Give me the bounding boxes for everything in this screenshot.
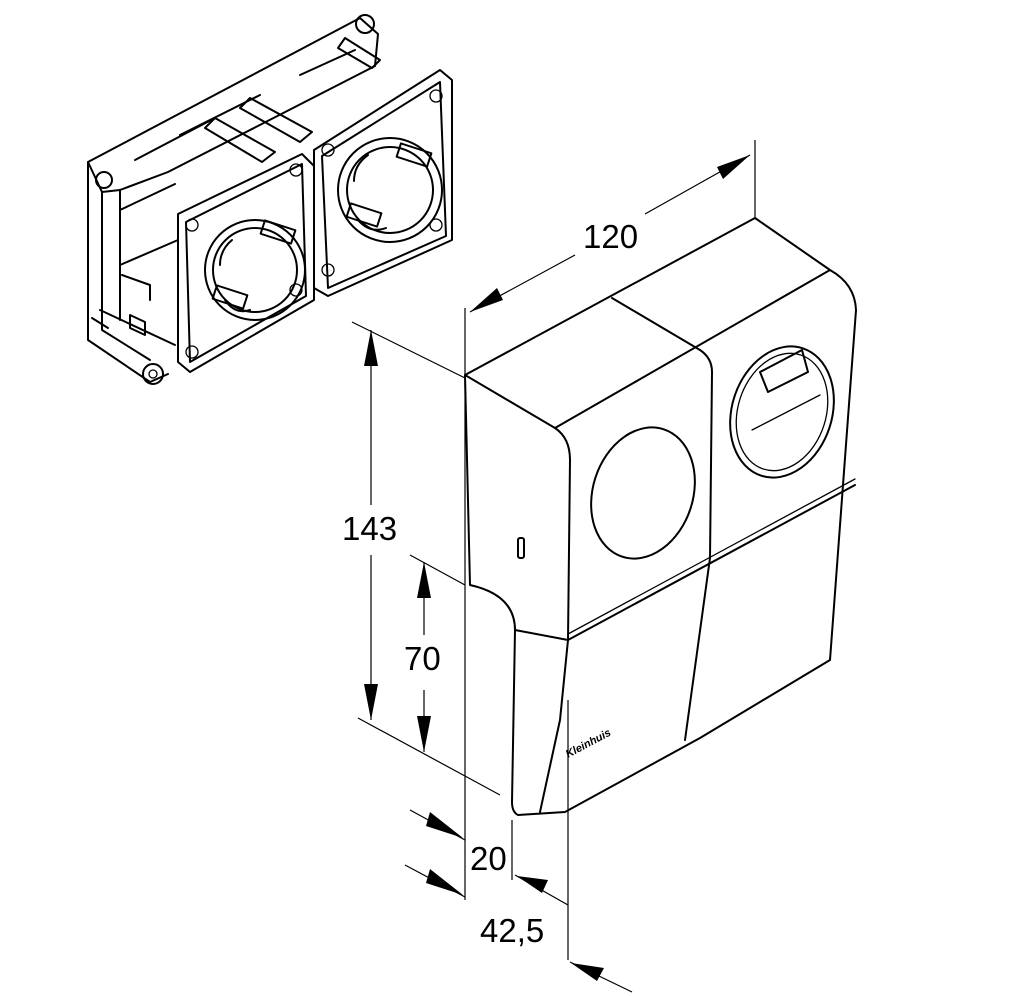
dimension-lines [351,140,756,993]
dimension-depth-total-label: 42,5 [480,912,544,949]
dimension-inner-height-label: 70 [404,640,441,677]
housing: Kleinhuis [464,217,857,816]
dimension-depth-front-label: 20 [470,840,507,877]
socket-insert [87,14,453,385]
dimension-height-label: 143 [342,510,397,547]
dimension-width-label: 120 [583,218,638,255]
